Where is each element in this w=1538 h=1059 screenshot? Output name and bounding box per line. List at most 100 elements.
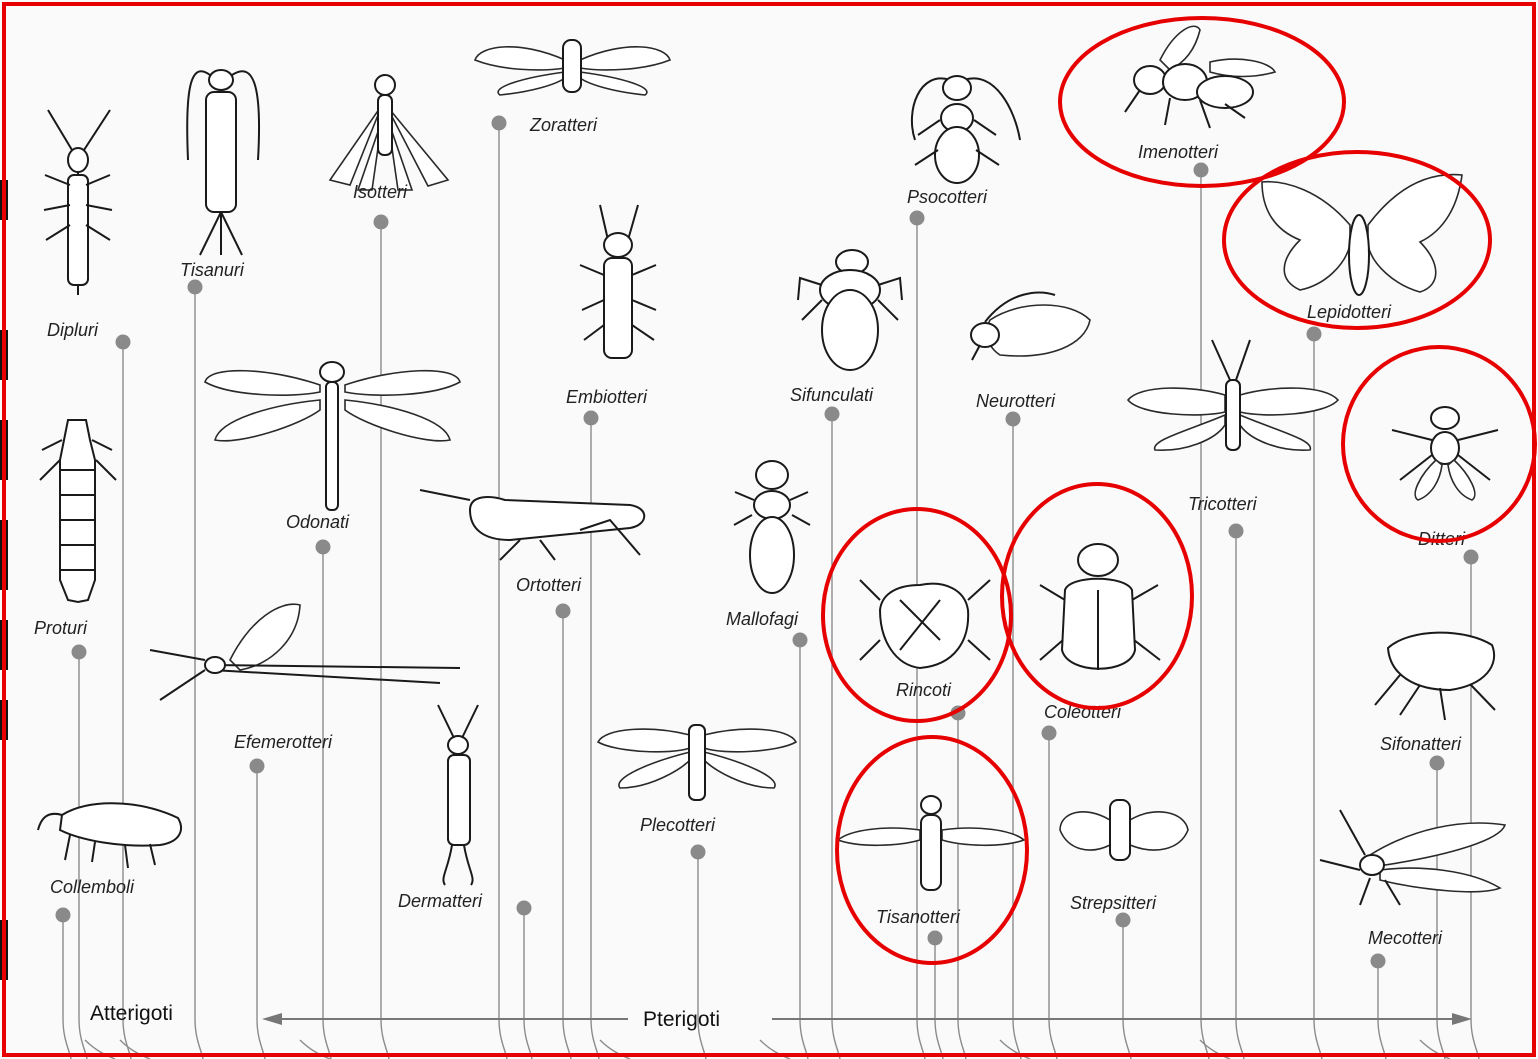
- mecotteri-insect-sketch: [1320, 810, 1505, 905]
- ditteri-insect-sketch: [1392, 407, 1498, 500]
- group-label-atterigoti: Atterigoti: [90, 1002, 173, 1025]
- efemerotteri-insect-sketch: [150, 604, 460, 700]
- label-collemboli: Collemboli: [50, 877, 135, 897]
- node-dot-embiotteri: [584, 411, 599, 426]
- plecotteri-insect-sketch: [598, 725, 796, 800]
- node-dot-mallofagi: [793, 633, 808, 648]
- mallofagi-insect-sketch: [734, 461, 810, 593]
- isotteri-insect-sketch: [330, 75, 448, 190]
- stem-zoratteri: [499, 123, 507, 1059]
- label-proturi: Proturi: [34, 618, 88, 638]
- label-sifonatteri: Sifonatteri: [1380, 734, 1462, 754]
- node-dot-proturi: [72, 645, 87, 660]
- tisanotteri-insect-sketch: [838, 796, 1024, 890]
- label-tricotteri: Tricotteri: [1188, 494, 1258, 514]
- lepidotteri-insect-sketch: [1262, 175, 1462, 295]
- stem-sifunculati: [832, 414, 840, 1059]
- dipluri-insect-sketch: [44, 110, 112, 295]
- node-dot-psocotteri: [910, 211, 925, 226]
- strepsitteri-insect-sketch: [1060, 800, 1188, 860]
- stem-tricotteri: [1236, 531, 1244, 1059]
- label-strepsitteri: Strepsitteri: [1070, 893, 1157, 913]
- tricotteri-insect-sketch: [1128, 340, 1338, 450]
- base-curve: [120, 1040, 150, 1059]
- imenotteri-insect-sketch: [1125, 26, 1275, 128]
- stem-dermatteri: [524, 908, 532, 1059]
- sifunculati-insect-sketch: [798, 250, 902, 370]
- node-dot-imenotteri: [1194, 163, 1209, 178]
- rincoti-insect-sketch: [860, 580, 990, 668]
- stem-sifonatteri: [1437, 763, 1445, 1059]
- label-efemerotteri: Efemerotteri: [234, 732, 333, 752]
- node-dot-plecotteri: [691, 845, 706, 860]
- pterigoti-arrow-left-head: [262, 1013, 282, 1025]
- label-odonati: Odonati: [286, 512, 350, 532]
- node-dot-sifunculati: [825, 407, 840, 422]
- base-curve: [85, 1040, 115, 1059]
- stem-coleotteri: [1049, 733, 1057, 1059]
- ortotteri-insect-sketch: [420, 490, 644, 560]
- stem-neurotteri: [1013, 419, 1021, 1059]
- stem-mecotteri: [1378, 961, 1386, 1059]
- label-neurotteri: Neurotteri: [976, 391, 1056, 411]
- pterigoti-arrow-right-head: [1452, 1013, 1472, 1025]
- collemboli-insect-sketch: [38, 803, 181, 868]
- label-mallofagi: Mallofagi: [726, 609, 799, 629]
- node-dot-tricotteri: [1229, 524, 1244, 539]
- label-mecotteri: Mecotteri: [1368, 928, 1443, 948]
- label-psocotteri: Psocotteri: [907, 187, 988, 207]
- embiotteri-insect-sketch: [580, 205, 656, 358]
- label-isotteri: Isotteri: [353, 182, 408, 202]
- neurotteri-insect-sketch: [971, 293, 1090, 360]
- node-dot-odonati: [316, 540, 331, 555]
- node-dot-zoratteri: [492, 116, 507, 131]
- left-edge-marks: [0, 180, 8, 980]
- stem-dipluri: [123, 342, 131, 1059]
- coleotteri-insect-sketch: [1040, 544, 1160, 670]
- base-curve: [1000, 1040, 1030, 1059]
- stem-proturi: [79, 652, 87, 1059]
- label-zoratteri: Zoratteri: [529, 115, 598, 135]
- node-dot-dermatteri: [517, 901, 532, 916]
- label-dipluri: Dipluri: [47, 320, 99, 340]
- stem-mallofagi: [800, 640, 808, 1059]
- node-dot-collemboli: [56, 908, 71, 923]
- node-dot-ditteri: [1464, 550, 1479, 565]
- base-curve: [300, 1040, 330, 1059]
- proturi-insect-sketch: [40, 420, 116, 602]
- node-dot-coleotteri: [1042, 726, 1057, 741]
- node-dot-isotteri: [374, 215, 389, 230]
- stem-imenotteri: [1201, 170, 1209, 1059]
- dermatteri-insect-sketch: [438, 705, 478, 885]
- label-dermatteri: Dermatteri: [398, 891, 483, 911]
- node-dot-efemerotteri: [250, 759, 265, 774]
- stem-efemerotteri: [257, 766, 265, 1059]
- node-dot-tisanotteri: [928, 931, 943, 946]
- stem-ditteri: [1471, 557, 1479, 1059]
- stem-ortotteri: [563, 611, 571, 1059]
- base-curve: [1420, 1040, 1450, 1059]
- label-embiotteri: Embiotteri: [566, 387, 648, 407]
- group-label-pterigoti: Pterigoti: [643, 1008, 720, 1031]
- base-curve: [600, 1040, 630, 1059]
- label-ortotteri: Ortotteri: [516, 575, 582, 595]
- label-rincoti: Rincoti: [896, 680, 952, 700]
- stem-rincoti: [958, 713, 966, 1059]
- node-dot-lepidotteri: [1307, 327, 1322, 342]
- label-sifunculati: Sifunculati: [790, 385, 874, 405]
- node-dot-tisanuri: [188, 280, 203, 295]
- label-imenotteri: Imenotteri: [1138, 142, 1219, 162]
- node-dot-neurotteri: [1006, 412, 1021, 427]
- odonati-insect-sketch: [205, 362, 460, 510]
- stem-collemboli: [63, 915, 71, 1059]
- stem-tisanotteri: [935, 938, 943, 1059]
- node-dot-dipluri: [116, 335, 131, 350]
- stem-odonati: [323, 547, 331, 1059]
- node-dot-strepsitteri: [1116, 913, 1131, 928]
- node-dot-ortotteri: [556, 604, 571, 619]
- sifonatteri-insect-sketch: [1375, 633, 1495, 720]
- stem-isotteri: [381, 222, 389, 1059]
- stem-strepsitteri: [1123, 920, 1131, 1059]
- base-curve: [760, 1040, 790, 1059]
